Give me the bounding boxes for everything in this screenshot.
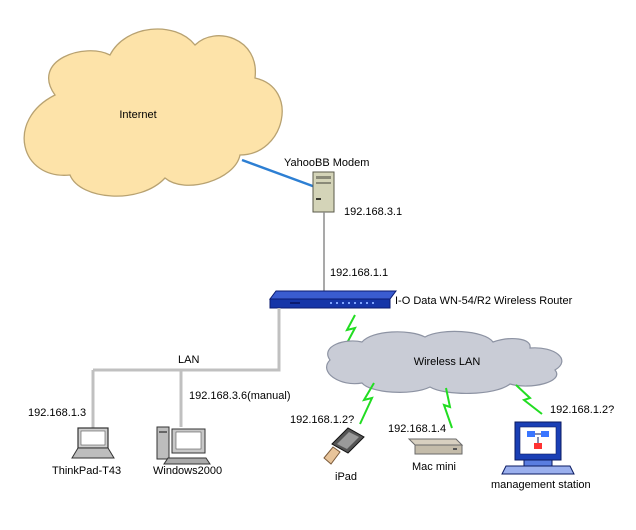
workstation-icon [501, 421, 575, 475]
router-ip: 192.168.1.1 [330, 267, 388, 279]
router-lan-link [93, 308, 281, 372]
macmini-label: Mac mini [412, 461, 456, 473]
router-icon [269, 290, 397, 309]
thinkpad-label: ThinkPad-T43 [52, 465, 121, 477]
desktop-computer-icon [156, 426, 211, 465]
internet-cloud-icon [23, 28, 283, 197]
ipad-ip: 192.168.1.2? [290, 414, 354, 426]
internet-label: Internet [119, 109, 156, 121]
router-label: I-O Data WN-54/R2 Wireless Router [395, 295, 573, 307]
lan-label: LAN [178, 354, 199, 366]
macmini-wireless-bolt [442, 387, 453, 429]
station-wireless-bolt [515, 384, 543, 415]
windows2000-label: Windows2000 [153, 465, 222, 477]
modem-label: YahooBB Modem [284, 157, 369, 169]
modem-ip: 192.168.3.1 [344, 206, 402, 218]
modem-tower-computer-icon [312, 171, 335, 213]
laptop-icon [71, 427, 115, 459]
mac-mini-icon [407, 438, 464, 455]
wireless-lan-cloud-icon [326, 330, 563, 394]
ipad-wireless-bolt [359, 382, 375, 425]
modem-internet-link [241, 158, 319, 190]
macmini-ip: 192.168.1.4 [388, 423, 446, 435]
wireless-lan-label: Wireless LAN [414, 356, 481, 368]
windows2000-ip: 192.168.3.6(manual) [189, 390, 291, 402]
station-ip: 192.168.1.2? [550, 404, 614, 416]
router-wireless-bolt [345, 314, 357, 344]
ipad-label: iPad [335, 471, 357, 483]
tablet-icon [323, 427, 365, 465]
station-label: management station [491, 479, 591, 491]
thinkpad-ip: 192.168.1.3 [28, 407, 86, 419]
